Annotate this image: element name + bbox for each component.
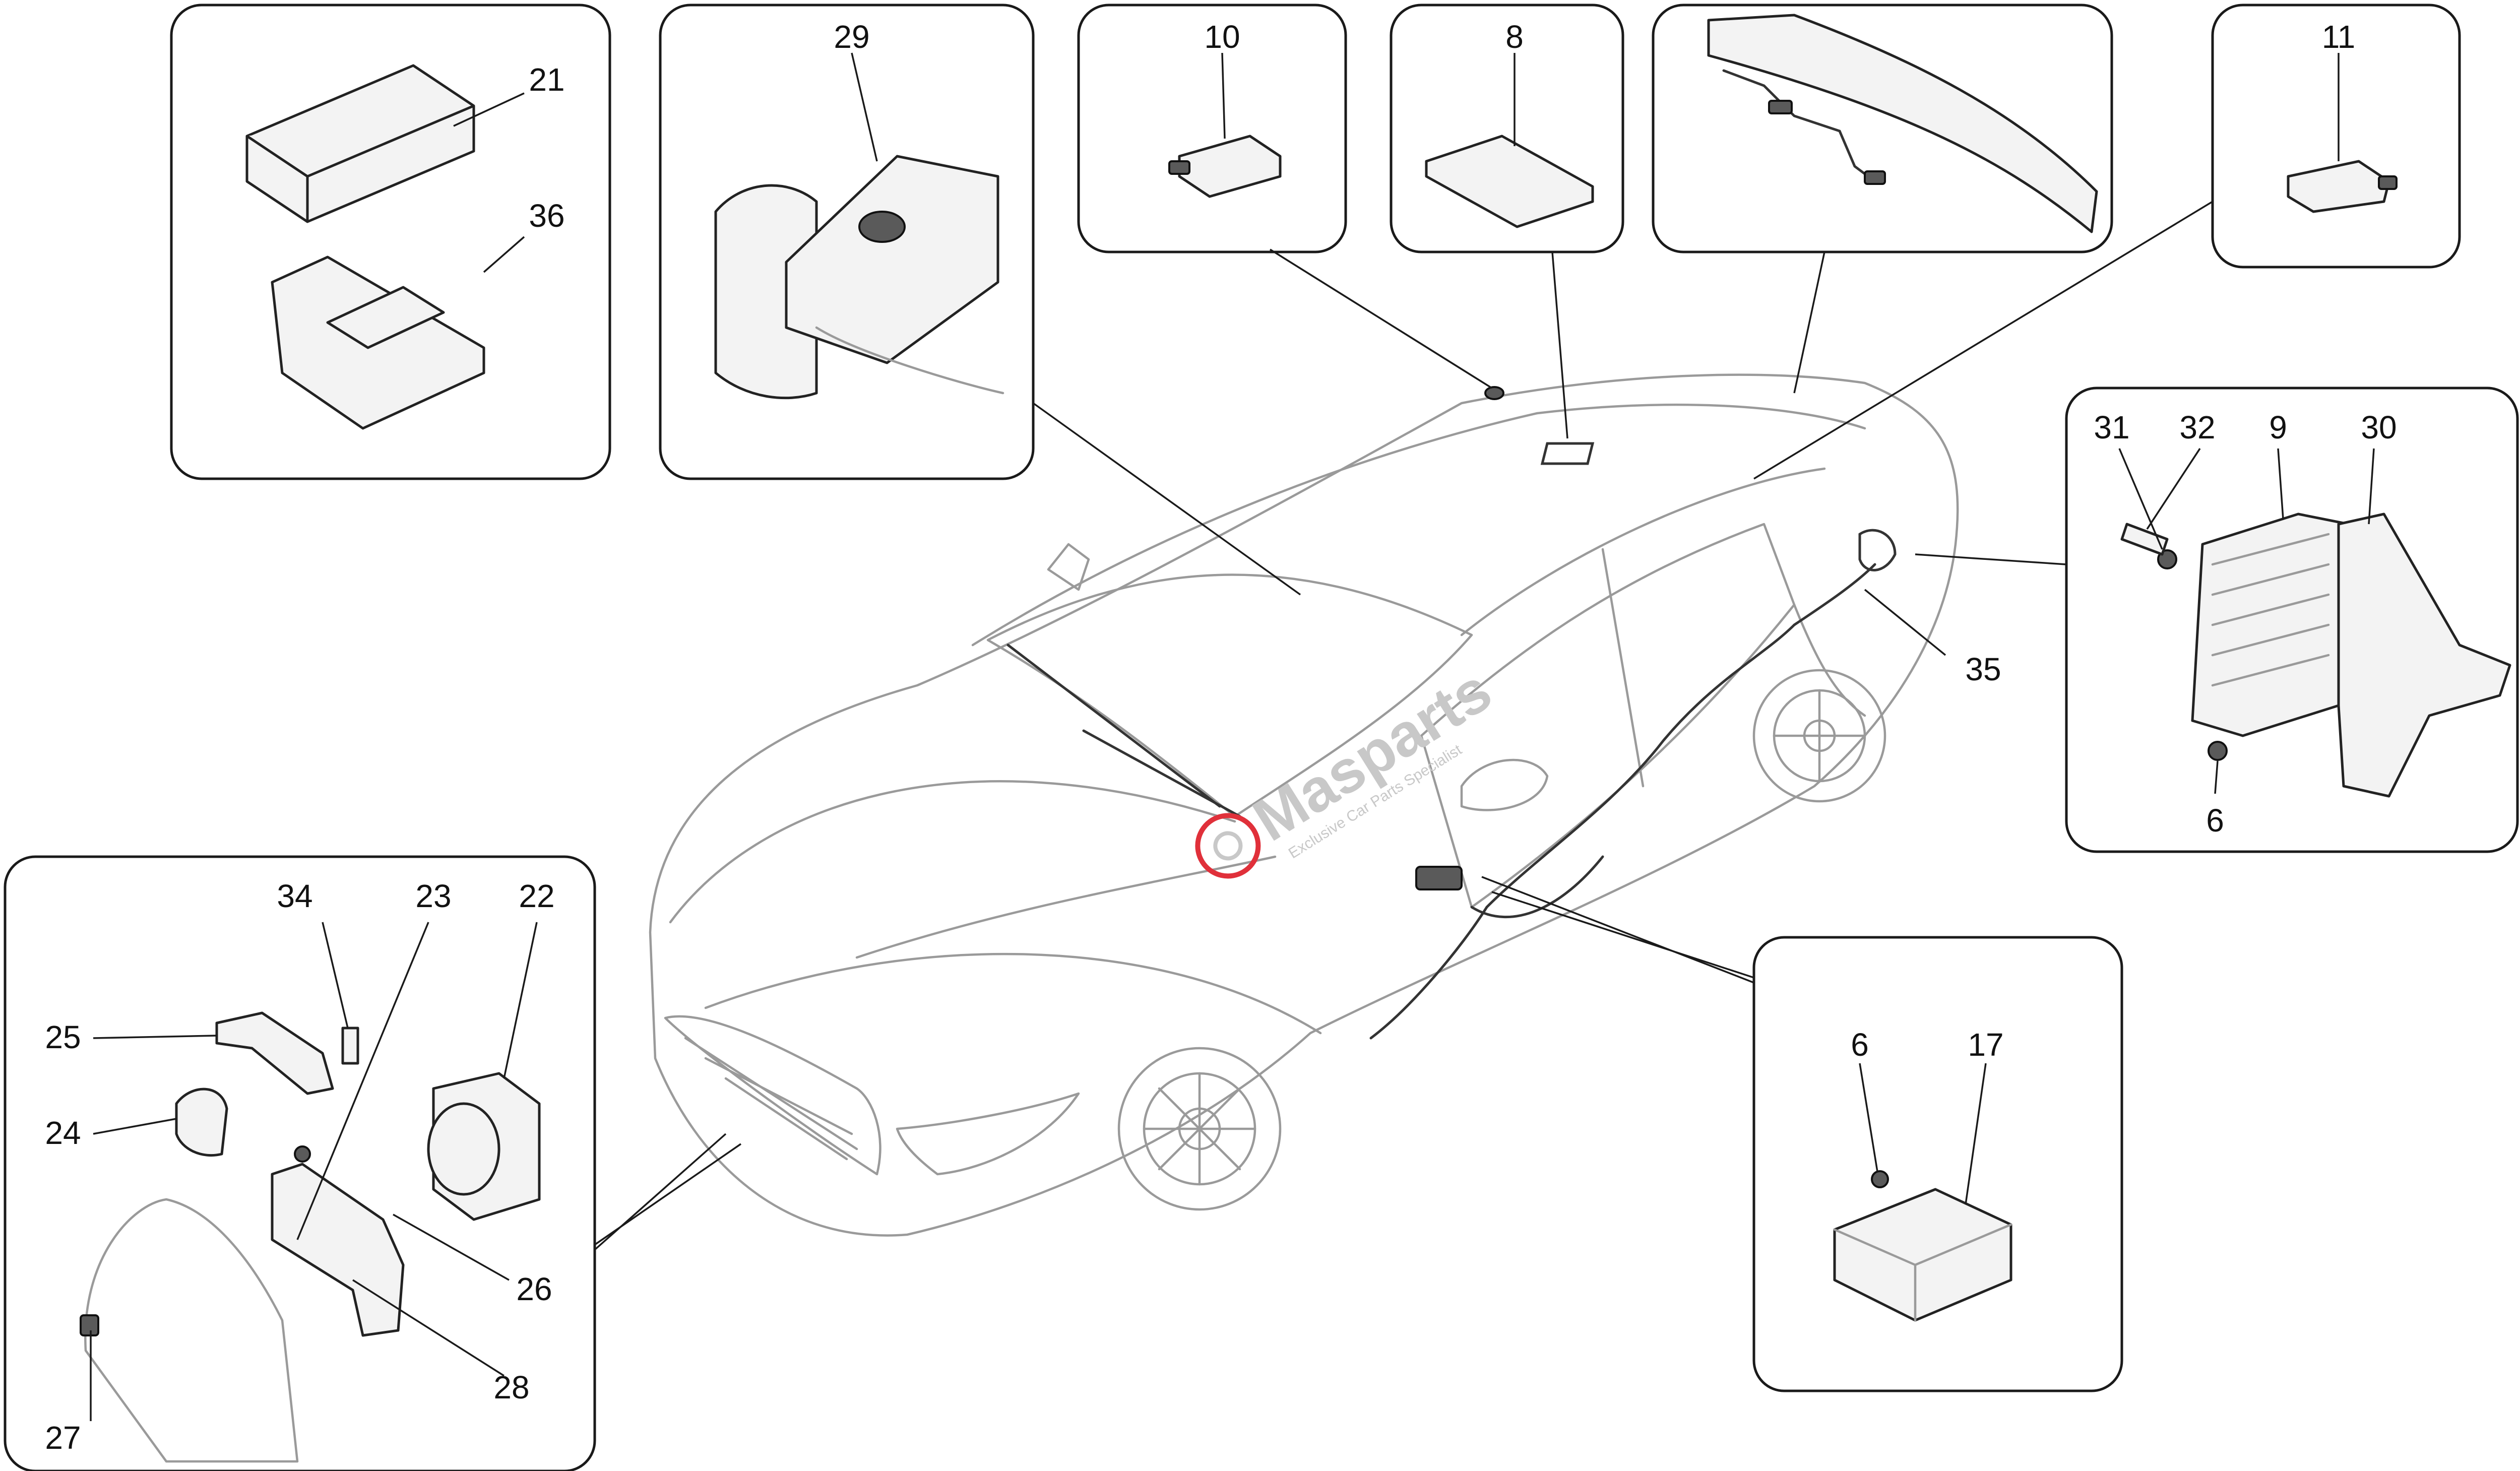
part-number-23: 23 — [415, 878, 451, 914]
part-number-24: 24 — [45, 1115, 81, 1151]
part-number-22: 22 — [519, 878, 554, 914]
part-number-25: 25 — [45, 1019, 81, 1055]
callout-sensor-11: 11 — [2211, 4, 2461, 269]
label-harness-35: 35 — [1864, 589, 2001, 687]
part-number-29: 29 — [834, 19, 869, 55]
callout-module-8: 8 — [1390, 4, 1624, 253]
callout-amplifier-bracket: 31 32 9 30 6 — [2065, 387, 2519, 853]
part-number-10: 10 — [1204, 19, 1240, 55]
part-number-31: 31 — [2094, 409, 2129, 445]
part-number-6-unit: 6 — [1851, 1027, 1869, 1063]
part-number-26: 26 — [516, 1271, 552, 1307]
car-illustration — [649, 373, 1959, 1237]
callout-mirror-29: 29 — [659, 4, 1035, 480]
part-number-27: 27 — [45, 1420, 81, 1456]
part-number-17: 17 — [1968, 1027, 2003, 1063]
part-number-36: 36 — [529, 198, 564, 234]
part-number-34: 34 — [277, 878, 312, 914]
part-number-9: 9 — [2269, 409, 2287, 445]
part-number-6-bracket: 6 — [2206, 802, 2224, 839]
part-number-35: 35 — [1965, 651, 2001, 687]
callout-leaders — [594, 201, 2213, 1251]
callout-radar-assembly: 34 23 22 25 24 26 28 27 — [4, 855, 596, 1471]
part-number-21: 21 — [529, 61, 564, 98]
callout-control-unit-17: 6 17 — [1752, 936, 2123, 1392]
part-number-30: 30 — [2361, 409, 2397, 445]
part-number-32: 32 — [2179, 409, 2215, 445]
callout-antenna-strip — [1652, 4, 2113, 253]
watermark-logo-icon — [1195, 813, 1261, 879]
part-number-11: 11 — [2322, 19, 2355, 55]
callout-sensor-10: 10 — [1077, 4, 1347, 253]
callout-ecu-21-36: 21 36 — [170, 4, 611, 480]
part-number-28: 28 — [493, 1369, 529, 1405]
part-number-8: 8 — [1505, 19, 1524, 55]
